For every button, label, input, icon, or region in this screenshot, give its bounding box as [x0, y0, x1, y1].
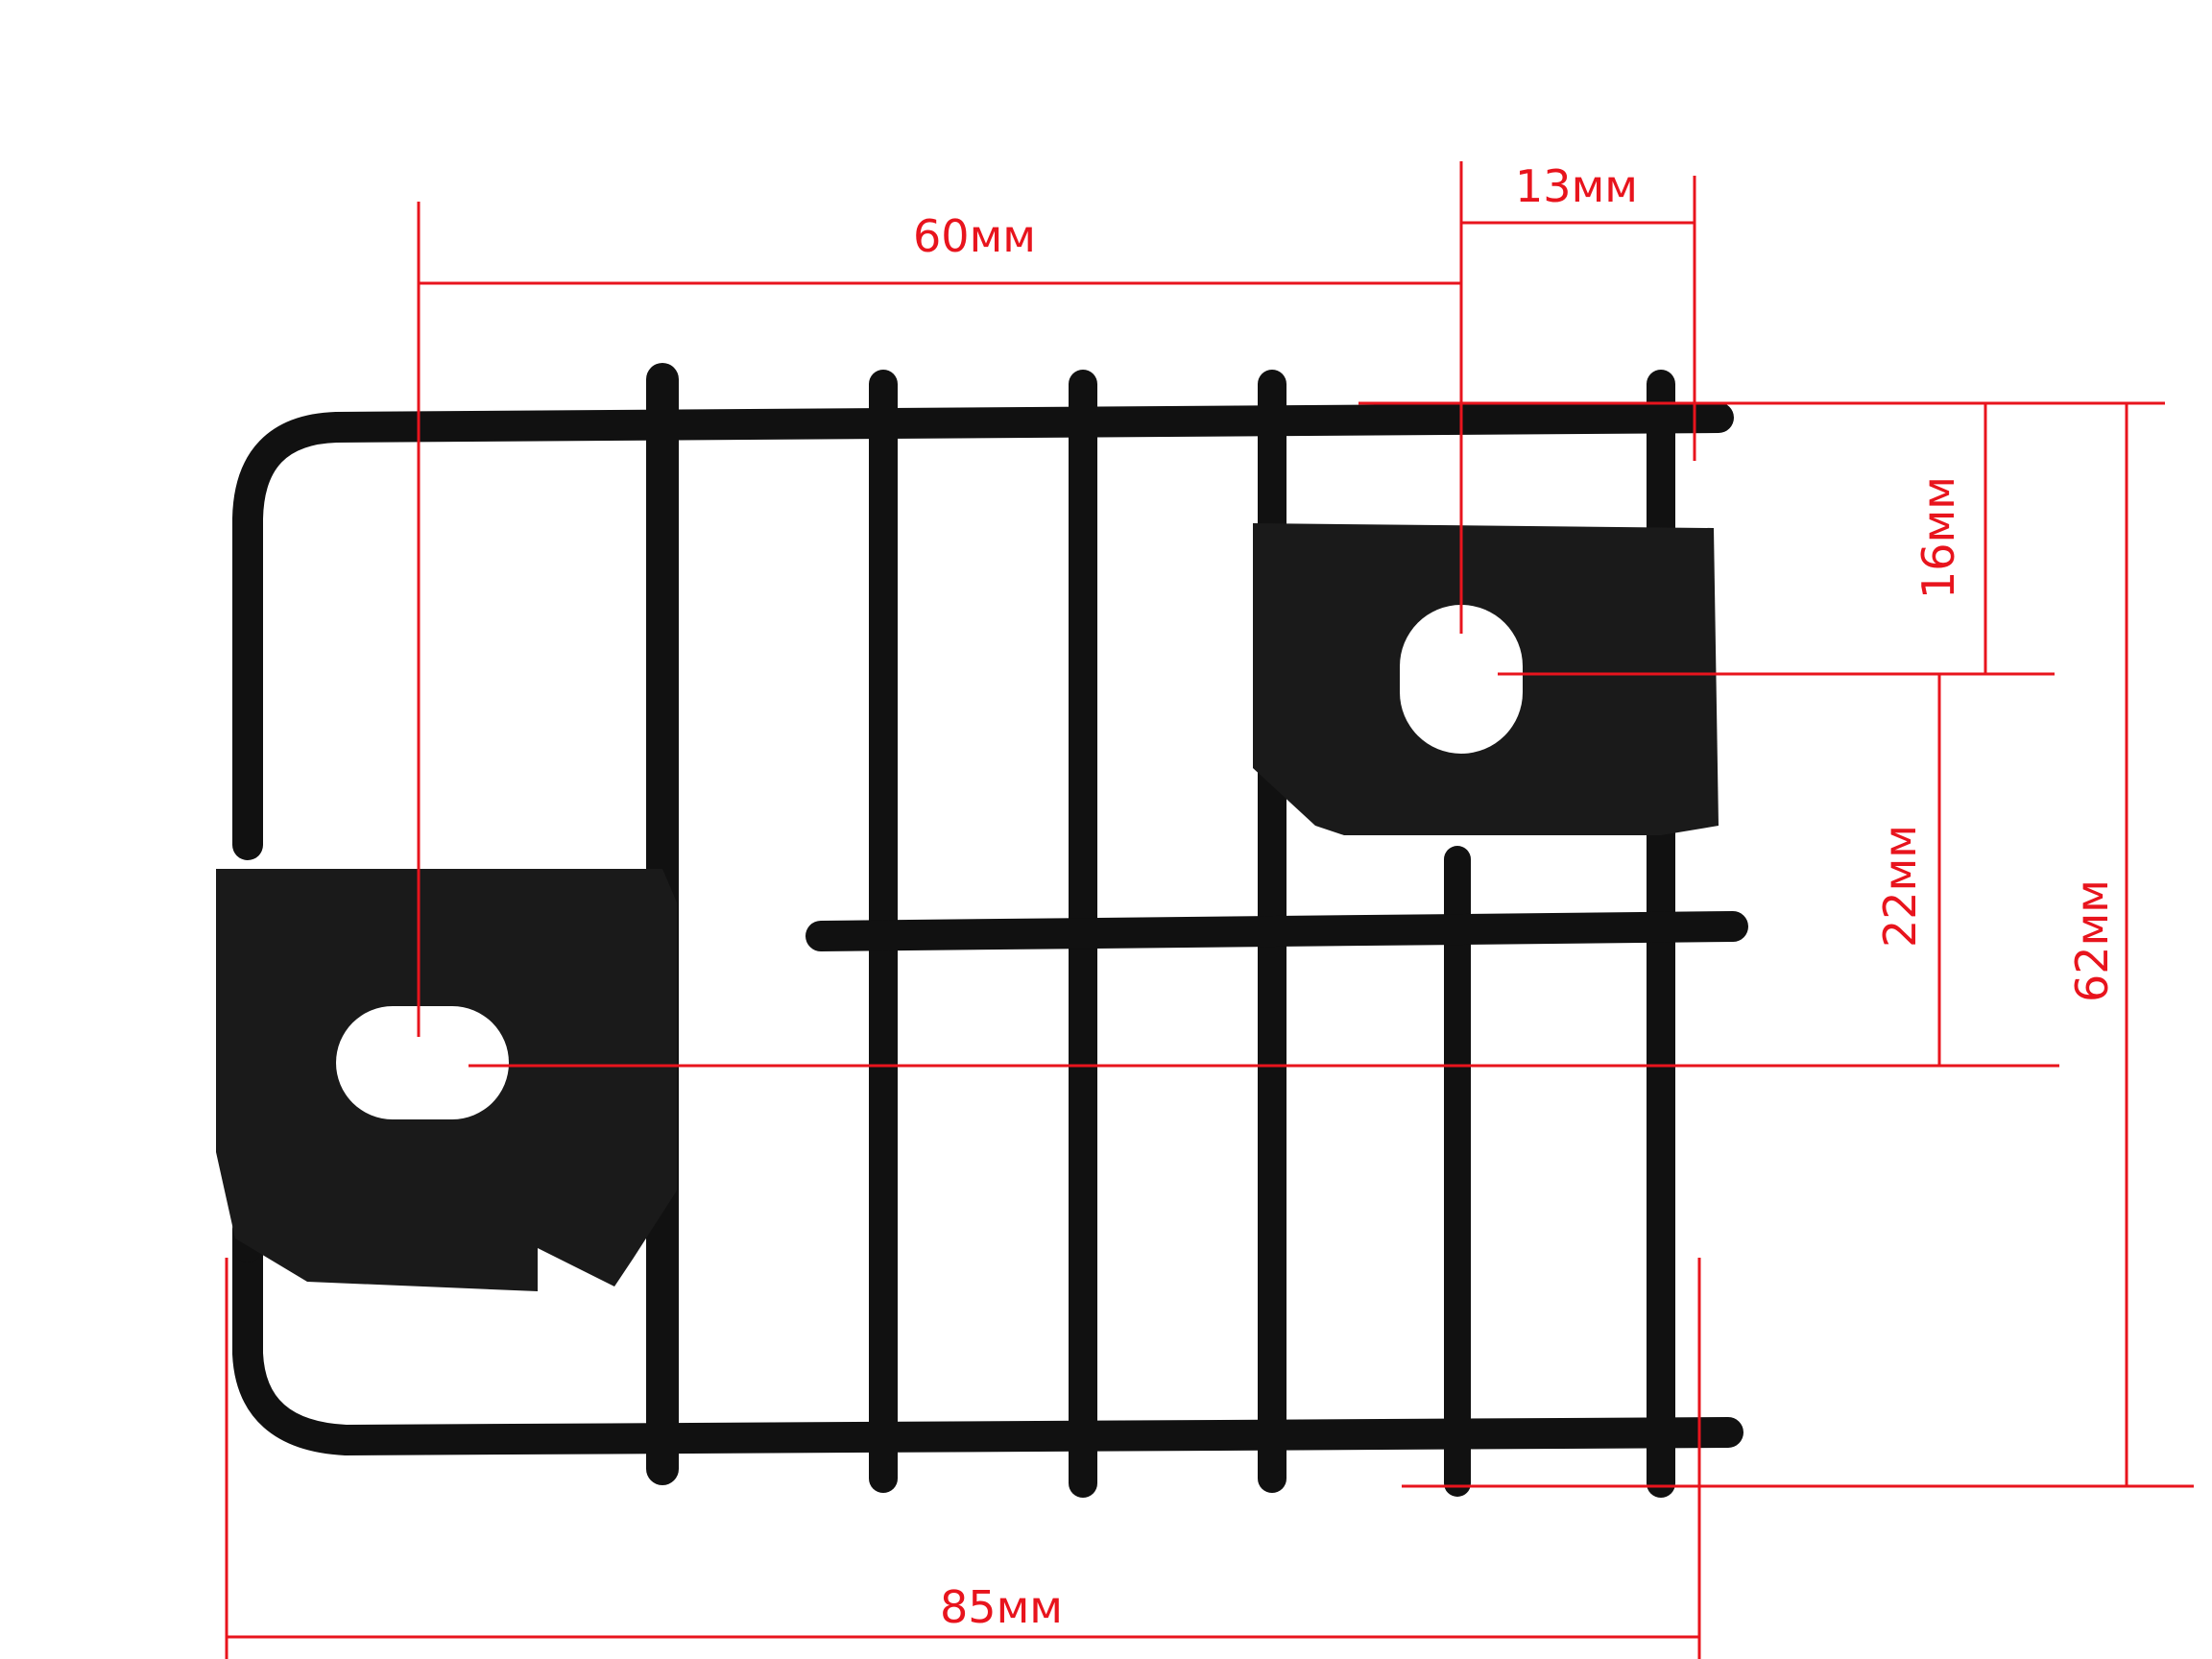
right-mounting-plate	[1253, 523, 1719, 835]
label-85mm: 85мм	[940, 1581, 1063, 1633]
label-62mm: 62мм	[2066, 879, 2118, 1002]
rod-horizontal-middle	[805, 911, 1748, 951]
wire-grill-part	[216, 363, 1748, 1498]
left-plate-slot	[336, 1006, 509, 1119]
dimension-labels: 60мм 13мм 85мм 16мм 22мм 62мм	[913, 160, 2118, 1633]
right-plate-slot	[1400, 605, 1523, 754]
label-13mm: 13мм	[1515, 160, 1638, 212]
label-22mm: 22мм	[1874, 825, 1926, 948]
label-16mm: 16мм	[1912, 476, 1964, 599]
label-60mm: 60мм	[913, 210, 1036, 262]
dimension-lines	[225, 161, 2194, 1659]
frame-top-rail	[232, 402, 1734, 860]
left-mounting-plate	[216, 869, 677, 1291]
frame-bottom-rail	[232, 1214, 1743, 1456]
